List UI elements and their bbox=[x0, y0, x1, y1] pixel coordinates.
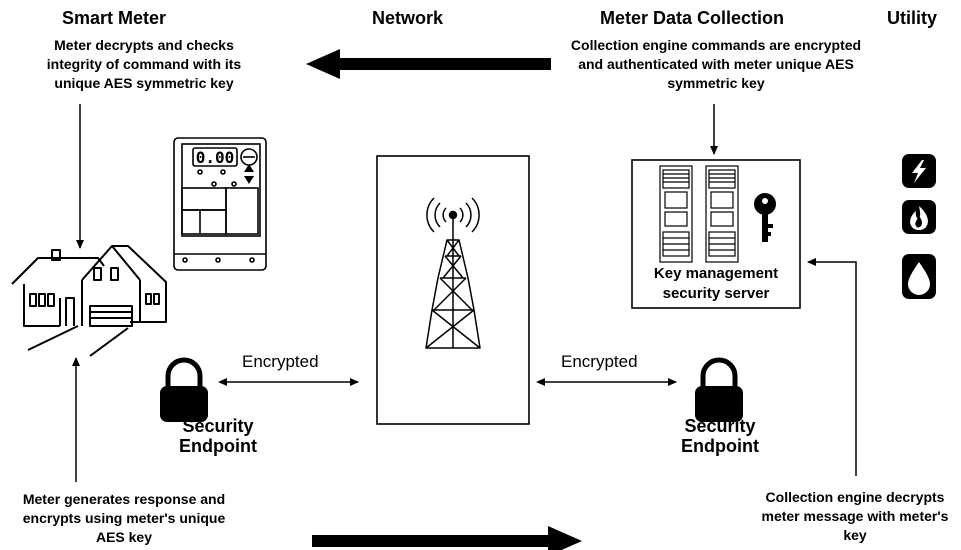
command-flow-arrow bbox=[306, 49, 551, 79]
collection-decrypt-description: Collection engine decrypts meter message… bbox=[761, 489, 949, 543]
utility-title: Utility bbox=[887, 8, 938, 28]
smart-meter-device bbox=[173, 137, 267, 271]
server-rack-2-icon bbox=[705, 165, 739, 263]
lightning-icon bbox=[902, 154, 936, 188]
meter-data-collection-title: Meter Data Collection bbox=[600, 8, 785, 28]
network-title: Network bbox=[372, 8, 444, 28]
meter-display-reading: 0.00 bbox=[196, 148, 235, 167]
response-flow-arrow bbox=[312, 526, 582, 550]
network-panel bbox=[376, 155, 530, 425]
key-management-panel bbox=[631, 159, 801, 309]
house-icon bbox=[11, 245, 167, 357]
collection-description: Collection engine commands are encrypted… bbox=[570, 37, 862, 91]
smart-meter-description: Meter decrypts and checks integrity of c… bbox=[46, 37, 242, 91]
security-endpoint-right-label: Security Endpoint bbox=[681, 416, 759, 456]
meter-response-description: Meter generates response and encrypts us… bbox=[22, 491, 226, 545]
security-endpoint-left-label: Security Endpoint bbox=[179, 416, 257, 456]
encrypted-label-right: Encrypted bbox=[561, 352, 638, 371]
water-drop-icon bbox=[902, 254, 936, 299]
key-management-label: Key management security server bbox=[653, 265, 779, 302]
flame-icon bbox=[902, 200, 936, 234]
decrypt-to-server-arrow bbox=[807, 258, 857, 476]
encrypted-label-left: Encrypted bbox=[242, 352, 319, 371]
smart-meter-title: Smart Meter bbox=[62, 8, 167, 28]
padlock-right-icon bbox=[695, 357, 743, 422]
server-rack-icon bbox=[659, 165, 693, 263]
key-icon bbox=[754, 193, 776, 242]
padlock-left-icon bbox=[160, 357, 208, 422]
cell-tower-icon bbox=[425, 197, 481, 349]
